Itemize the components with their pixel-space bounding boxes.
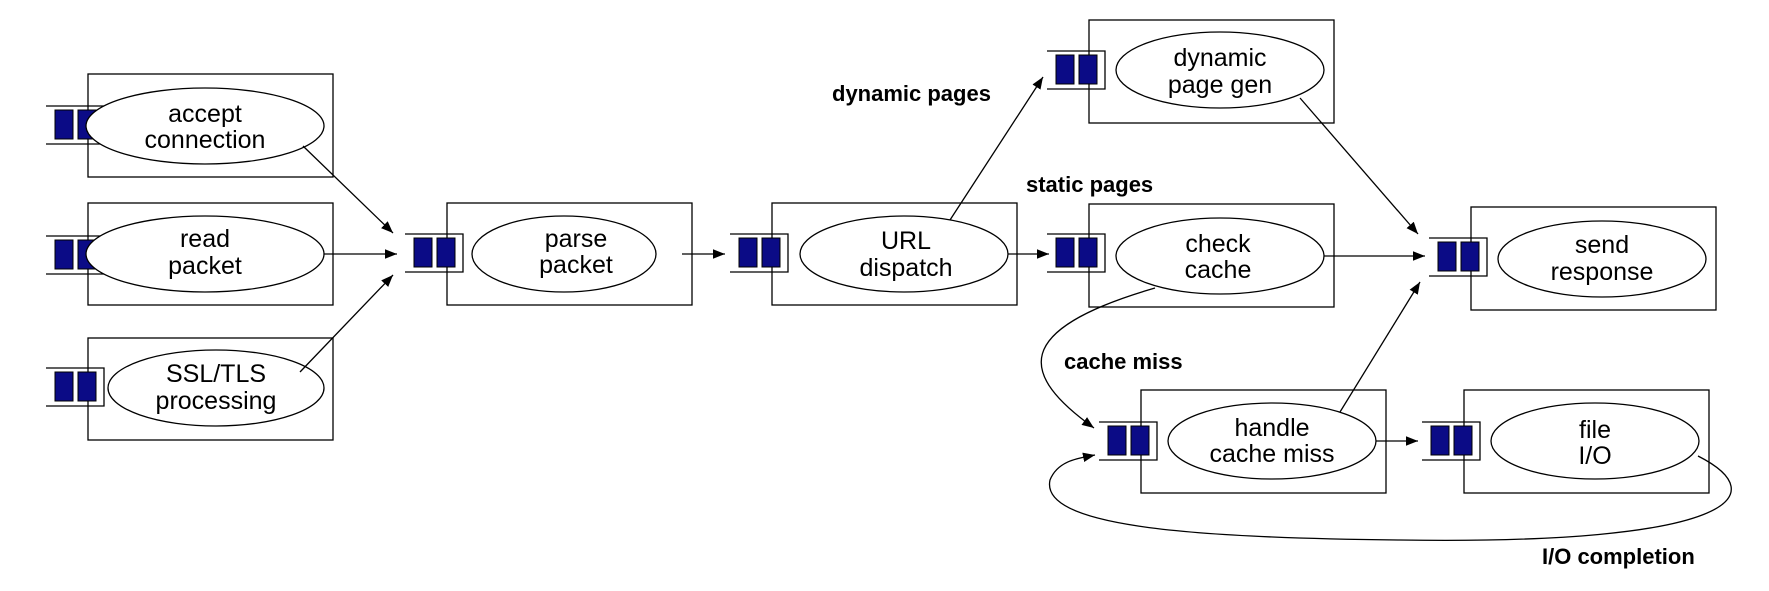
stage-label-line1: parse xyxy=(545,225,608,253)
edge-accept-to-parse xyxy=(302,145,394,234)
edge-url-to-dynamic xyxy=(949,76,1044,221)
stage-label-line1: accept xyxy=(168,100,242,128)
stage-dynamic-page-gen: dynamic page gen xyxy=(1047,19,1335,124)
stage-ellipse xyxy=(1490,402,1700,480)
queue-slot xyxy=(738,237,758,268)
queue-slot xyxy=(1078,54,1098,85)
stage-label-line2: packet xyxy=(539,251,613,279)
edge-handle-miss-to-send xyxy=(1339,281,1421,413)
stage-label-line2: I/O xyxy=(1578,442,1611,470)
stage-label-line1: check xyxy=(1185,230,1251,258)
stage-send-response: send response xyxy=(1429,206,1717,311)
stage-ellipse xyxy=(471,215,657,293)
stage-ellipse xyxy=(85,87,325,165)
queue-slot xyxy=(54,371,74,402)
stage-label-line2: dispatch xyxy=(859,254,952,282)
stage-url-dispatch: URL dispatch xyxy=(730,202,1018,306)
queue-slot xyxy=(1460,241,1480,272)
edge-ssl-to-parse xyxy=(299,274,394,373)
queue-slot xyxy=(54,109,74,140)
queue-slot xyxy=(1107,425,1127,456)
stage-parse-packet: parse packet xyxy=(405,202,693,306)
stage-label-line2: packet xyxy=(168,252,242,280)
stage-label-line1: send xyxy=(1575,231,1629,259)
queue-slot xyxy=(54,239,74,270)
edge-label-io-completion: I/O completion xyxy=(1542,544,1695,569)
stage-label-line1: file xyxy=(1579,416,1611,444)
edge-label-cache-miss: cache miss xyxy=(1064,349,1183,374)
edge-io-completion xyxy=(1048,452,1732,541)
stage-handle-cache-miss: handle cache miss xyxy=(1099,389,1387,494)
stage-ellipse xyxy=(107,349,325,427)
queue-slot xyxy=(761,237,781,268)
queue-slot xyxy=(1130,425,1150,456)
queue-slot xyxy=(1453,425,1473,456)
stage-label-line2: response xyxy=(1551,258,1654,286)
edge-check-to-handle-miss xyxy=(1040,287,1156,429)
stage-label-line2: cache miss xyxy=(1209,440,1334,468)
queue-slot xyxy=(1437,241,1457,272)
stage-check-cache: check cache xyxy=(1047,203,1335,308)
stage-label-line2: cache xyxy=(1185,256,1252,284)
queue-slot xyxy=(436,237,456,268)
queue-slot xyxy=(1078,237,1098,268)
queue-slot xyxy=(1430,425,1450,456)
edge-label-static-pages: static pages xyxy=(1026,172,1153,197)
stage-file-io: file I/O xyxy=(1422,389,1710,494)
stage-label-line1: read xyxy=(180,225,230,253)
stage-label-line2: processing xyxy=(156,387,277,415)
edges xyxy=(299,76,1732,541)
queue-slot xyxy=(413,237,433,268)
stage-ellipse xyxy=(1497,220,1707,298)
stage-label-line2: page gen xyxy=(1168,71,1272,99)
queue-slot xyxy=(77,371,97,402)
stage-label-line1: SSL/TLS xyxy=(166,360,266,388)
stage-ssl-tls-processing: SSL/TLS processing xyxy=(46,337,334,441)
stage-accept-connection: accept connection xyxy=(46,73,334,178)
stage-ellipse xyxy=(1115,31,1325,109)
stage-label-line1: URL xyxy=(881,227,931,255)
stage-label-line1: dynamic xyxy=(1173,44,1266,72)
queue-slot xyxy=(1055,54,1075,85)
queue-slot xyxy=(1055,237,1075,268)
stage-label-line2: connection xyxy=(145,126,266,154)
stage-label-line1: handle xyxy=(1234,414,1309,442)
stage-read-packet: read packet xyxy=(46,202,334,306)
edge-dynamic-to-send xyxy=(1299,97,1419,235)
edge-label-dynamic-pages: dynamic pages xyxy=(832,81,991,106)
